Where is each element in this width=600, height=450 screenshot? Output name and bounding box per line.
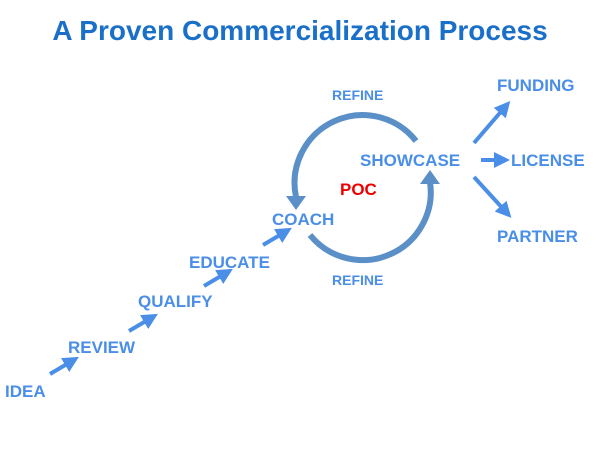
arrow-educate-coach-icon bbox=[261, 227, 292, 247]
outcome-funding: FUNDING bbox=[497, 76, 574, 95]
poc-label: POC bbox=[340, 180, 377, 199]
arrow-to-partner-icon bbox=[472, 175, 512, 218]
arrow-idea-review-icon bbox=[48, 356, 79, 376]
refine-label-bottom: REFINE bbox=[332, 272, 383, 288]
step-educate: EDUCATE bbox=[189, 253, 270, 272]
outcome-license: LICENSE bbox=[511, 151, 585, 170]
arrow-review-qualify-icon bbox=[127, 313, 158, 333]
page-title: A Proven Commercialization Process bbox=[52, 15, 547, 46]
refine-label-top: REFINE bbox=[332, 87, 383, 103]
step-qualify: QUALIFY bbox=[138, 292, 213, 311]
step-coach: COACH bbox=[272, 210, 334, 229]
step-showcase: SHOWCASE bbox=[360, 151, 460, 170]
refine-cycle-top-arrow-icon bbox=[286, 112, 419, 210]
arrow-to-funding-icon bbox=[472, 100, 511, 145]
refine-cycle-bottom-arrow-icon bbox=[307, 170, 440, 264]
step-idea: IDEA bbox=[5, 382, 46, 401]
step-review: REVIEW bbox=[68, 338, 136, 357]
arrow-qualify-educate-icon bbox=[202, 268, 233, 288]
outcome-partner: PARTNER bbox=[497, 227, 578, 246]
